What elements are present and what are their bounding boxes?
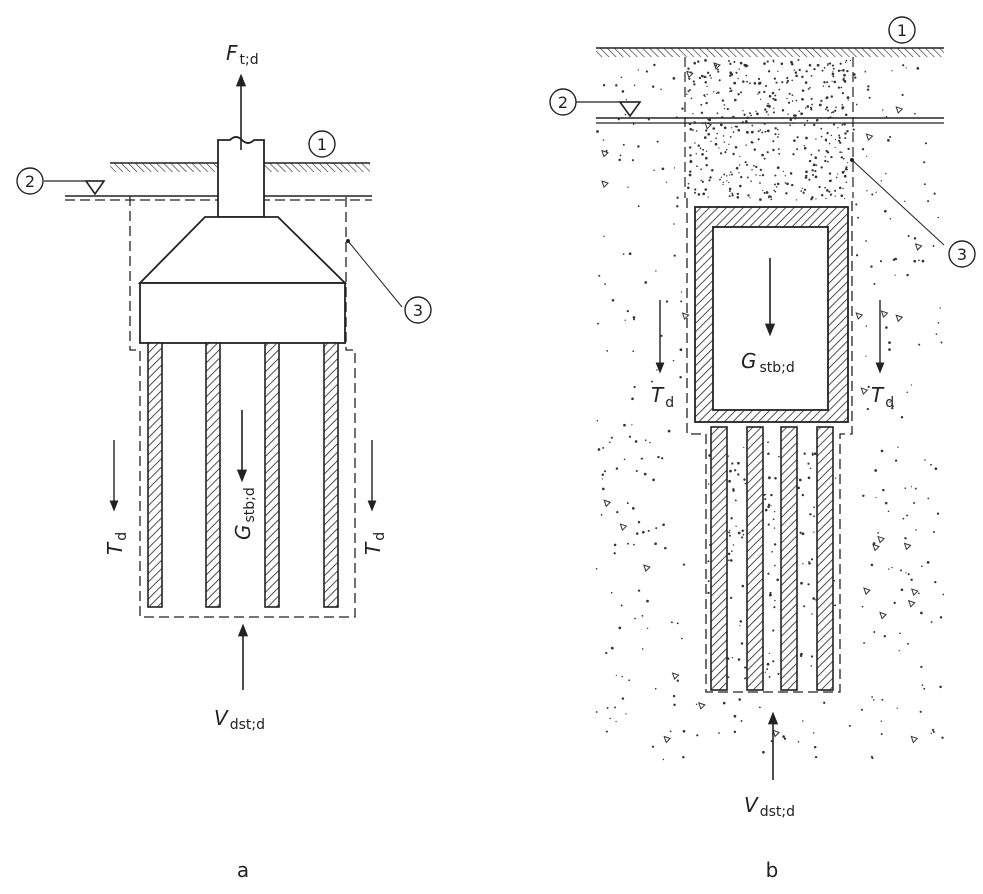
- svg-text:1: 1: [317, 135, 327, 154]
- pile-b-3: [780, 426, 798, 691]
- svg-text:2: 2: [558, 93, 568, 112]
- svg-text:3: 3: [957, 245, 967, 264]
- pile-3: [264, 342, 280, 608]
- callout-3-b: 3: [948, 240, 976, 268]
- weight-label-a: Gstb;d: [231, 487, 258, 540]
- pile-gap-speckle: [707, 441, 837, 680]
- friction-label-left-a: Td: [103, 532, 130, 555]
- pile-b-1: [710, 426, 728, 691]
- friction-label-right-a: Td: [361, 532, 388, 555]
- callout-2-b: 2: [549, 88, 577, 116]
- failure-boundary-b: [686, 198, 853, 693]
- column-stub: [217, 136, 265, 218]
- ground-surface-b: [596, 48, 944, 57]
- callout-2-a: 2: [16, 167, 44, 195]
- pile-cap-top: [137, 216, 348, 284]
- pile-2: [205, 342, 221, 608]
- pile-4: [323, 342, 339, 608]
- pile-b-2: [746, 426, 764, 691]
- svg-text:3: 3: [413, 301, 423, 320]
- soil-speckle: [595, 59, 945, 761]
- svg-text:1: 1: [897, 21, 907, 40]
- caption-b: b: [766, 858, 779, 882]
- water-level-symbol-a: [84, 180, 106, 196]
- pile-cap: [139, 282, 346, 344]
- panel-b: 1 2 3: [549, 16, 976, 882]
- callout-1-b: 1: [888, 16, 916, 44]
- fill-speckle: [687, 59, 850, 201]
- caption-a: a: [237, 858, 249, 882]
- pile-b-4: [816, 426, 834, 691]
- callout-3-a: 3: [404, 296, 432, 324]
- water-level-symbol-b: [618, 101, 642, 118]
- pile-1: [147, 342, 163, 608]
- callout-1-a: 1: [308, 130, 336, 158]
- svg-text:2: 2: [25, 172, 35, 191]
- failure-boundary-a: [129, 196, 356, 618]
